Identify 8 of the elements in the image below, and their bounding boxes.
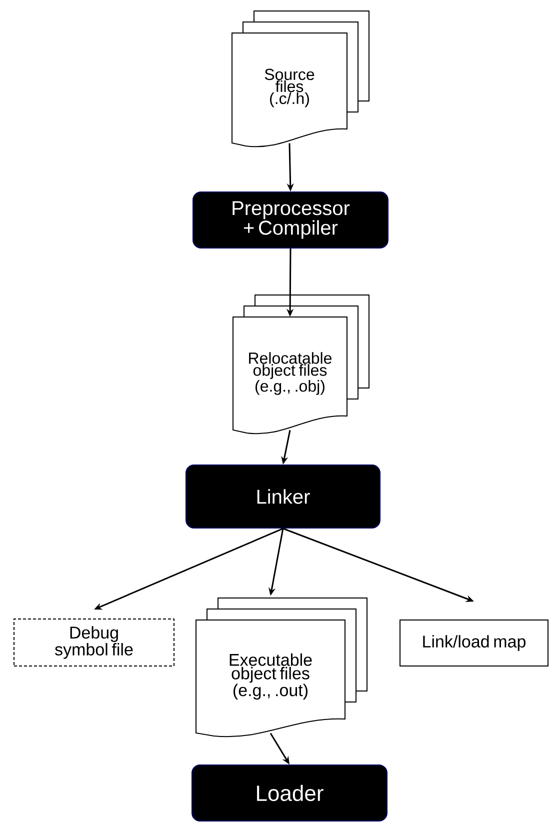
document-stack: Relocatable object files (e.g., .obj) xyxy=(232,294,370,434)
document-stack: Executable object files (e.g., .out) xyxy=(196,598,368,738)
document-stack: Source files (.c/.h) xyxy=(232,10,370,148)
process-box: Preprocessor + Compiler xyxy=(192,192,388,248)
file-box: Link/load map xyxy=(400,620,548,666)
file-box: Debug symbol file xyxy=(14,618,174,666)
process-box: Loader xyxy=(192,764,388,822)
process-box: Linker xyxy=(186,464,380,528)
